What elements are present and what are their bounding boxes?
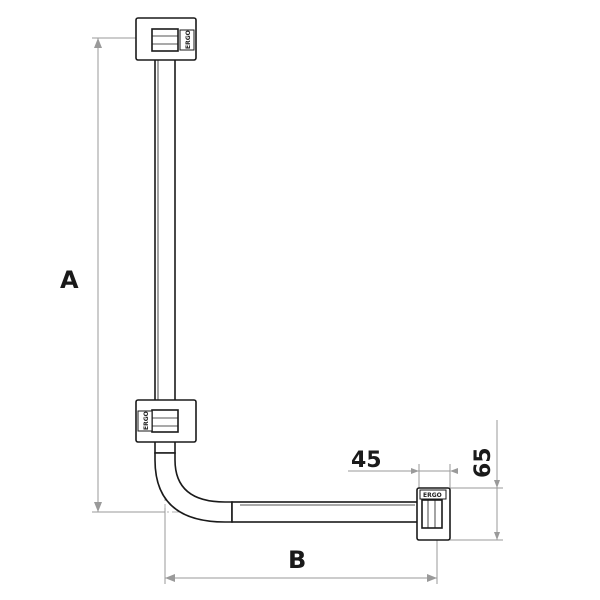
grab-bar <box>154 37 423 523</box>
middle-flange <box>135 399 197 443</box>
dim-65-arrow-bottom <box>494 532 500 540</box>
dim-65-arrow-top <box>494 480 500 488</box>
middle-flange-collar <box>151 409 179 433</box>
end-flange-logo: ERGO <box>423 492 442 499</box>
dim-b-arrow-left <box>165 574 175 582</box>
top-flange <box>135 17 197 61</box>
dim-a-label: A <box>60 266 79 294</box>
elbow-bend <box>154 452 233 523</box>
top-flange-logo-box <box>179 29 195 51</box>
top-flange-logo: ERGO <box>185 30 192 49</box>
end-flange-logo-box <box>419 489 447 500</box>
middle-flange-logo-box <box>137 410 153 432</box>
middle-flange-logo: ERGO <box>143 411 150 430</box>
end-flange <box>416 487 451 541</box>
dim-b-label: B <box>288 546 306 574</box>
dim-45-label: 45 <box>351 448 382 473</box>
dim-65-label: 65 <box>471 447 496 478</box>
dim-45-arrow-left <box>411 468 419 474</box>
dim-a-arrow-top <box>94 38 102 48</box>
dim-45-arrow-right <box>450 468 458 474</box>
end-flange-collar <box>421 499 443 529</box>
dim-a-arrow-bottom <box>94 502 102 512</box>
top-flange-collar <box>151 28 179 52</box>
dimension-lines <box>92 37 503 584</box>
dim-b-arrow-right <box>427 574 437 582</box>
